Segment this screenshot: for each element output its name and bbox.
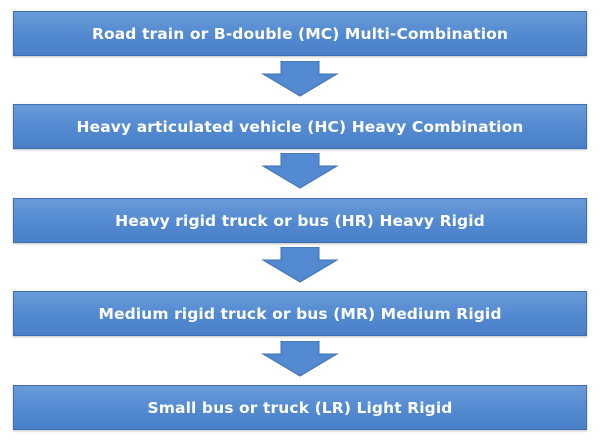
- step-box-multi-combination: Road train or B-double (MC) Multi-Combin…: [13, 11, 587, 56]
- step-label: Heavy articulated vehicle (HC) Heavy Com…: [76, 117, 524, 136]
- step-label: Medium rigid truck or bus (MR) Medium Ri…: [98, 304, 502, 323]
- down-arrow-icon: [261, 341, 339, 377]
- down-arrow-icon: [261, 153, 339, 189]
- down-arrow-icon: [261, 61, 339, 97]
- step-label: Road train or B-double (MC) Multi-Combin…: [91, 24, 509, 43]
- step-label: Small bus or truck (LR) Light Rigid: [147, 398, 453, 417]
- step-label: Heavy rigid truck or bus (HR) Heavy Rigi…: [115, 211, 485, 230]
- step-box-light-rigid: Small bus or truck (LR) Light Rigid: [13, 385, 587, 430]
- down-arrow-icon: [261, 247, 339, 283]
- step-box-heavy-rigid: Heavy rigid truck or bus (HR) Heavy Rigi…: [13, 198, 587, 243]
- step-box-heavy-combination: Heavy articulated vehicle (HC) Heavy Com…: [13, 104, 587, 149]
- step-box-medium-rigid: Medium rigid truck or bus (MR) Medium Ri…: [13, 291, 587, 336]
